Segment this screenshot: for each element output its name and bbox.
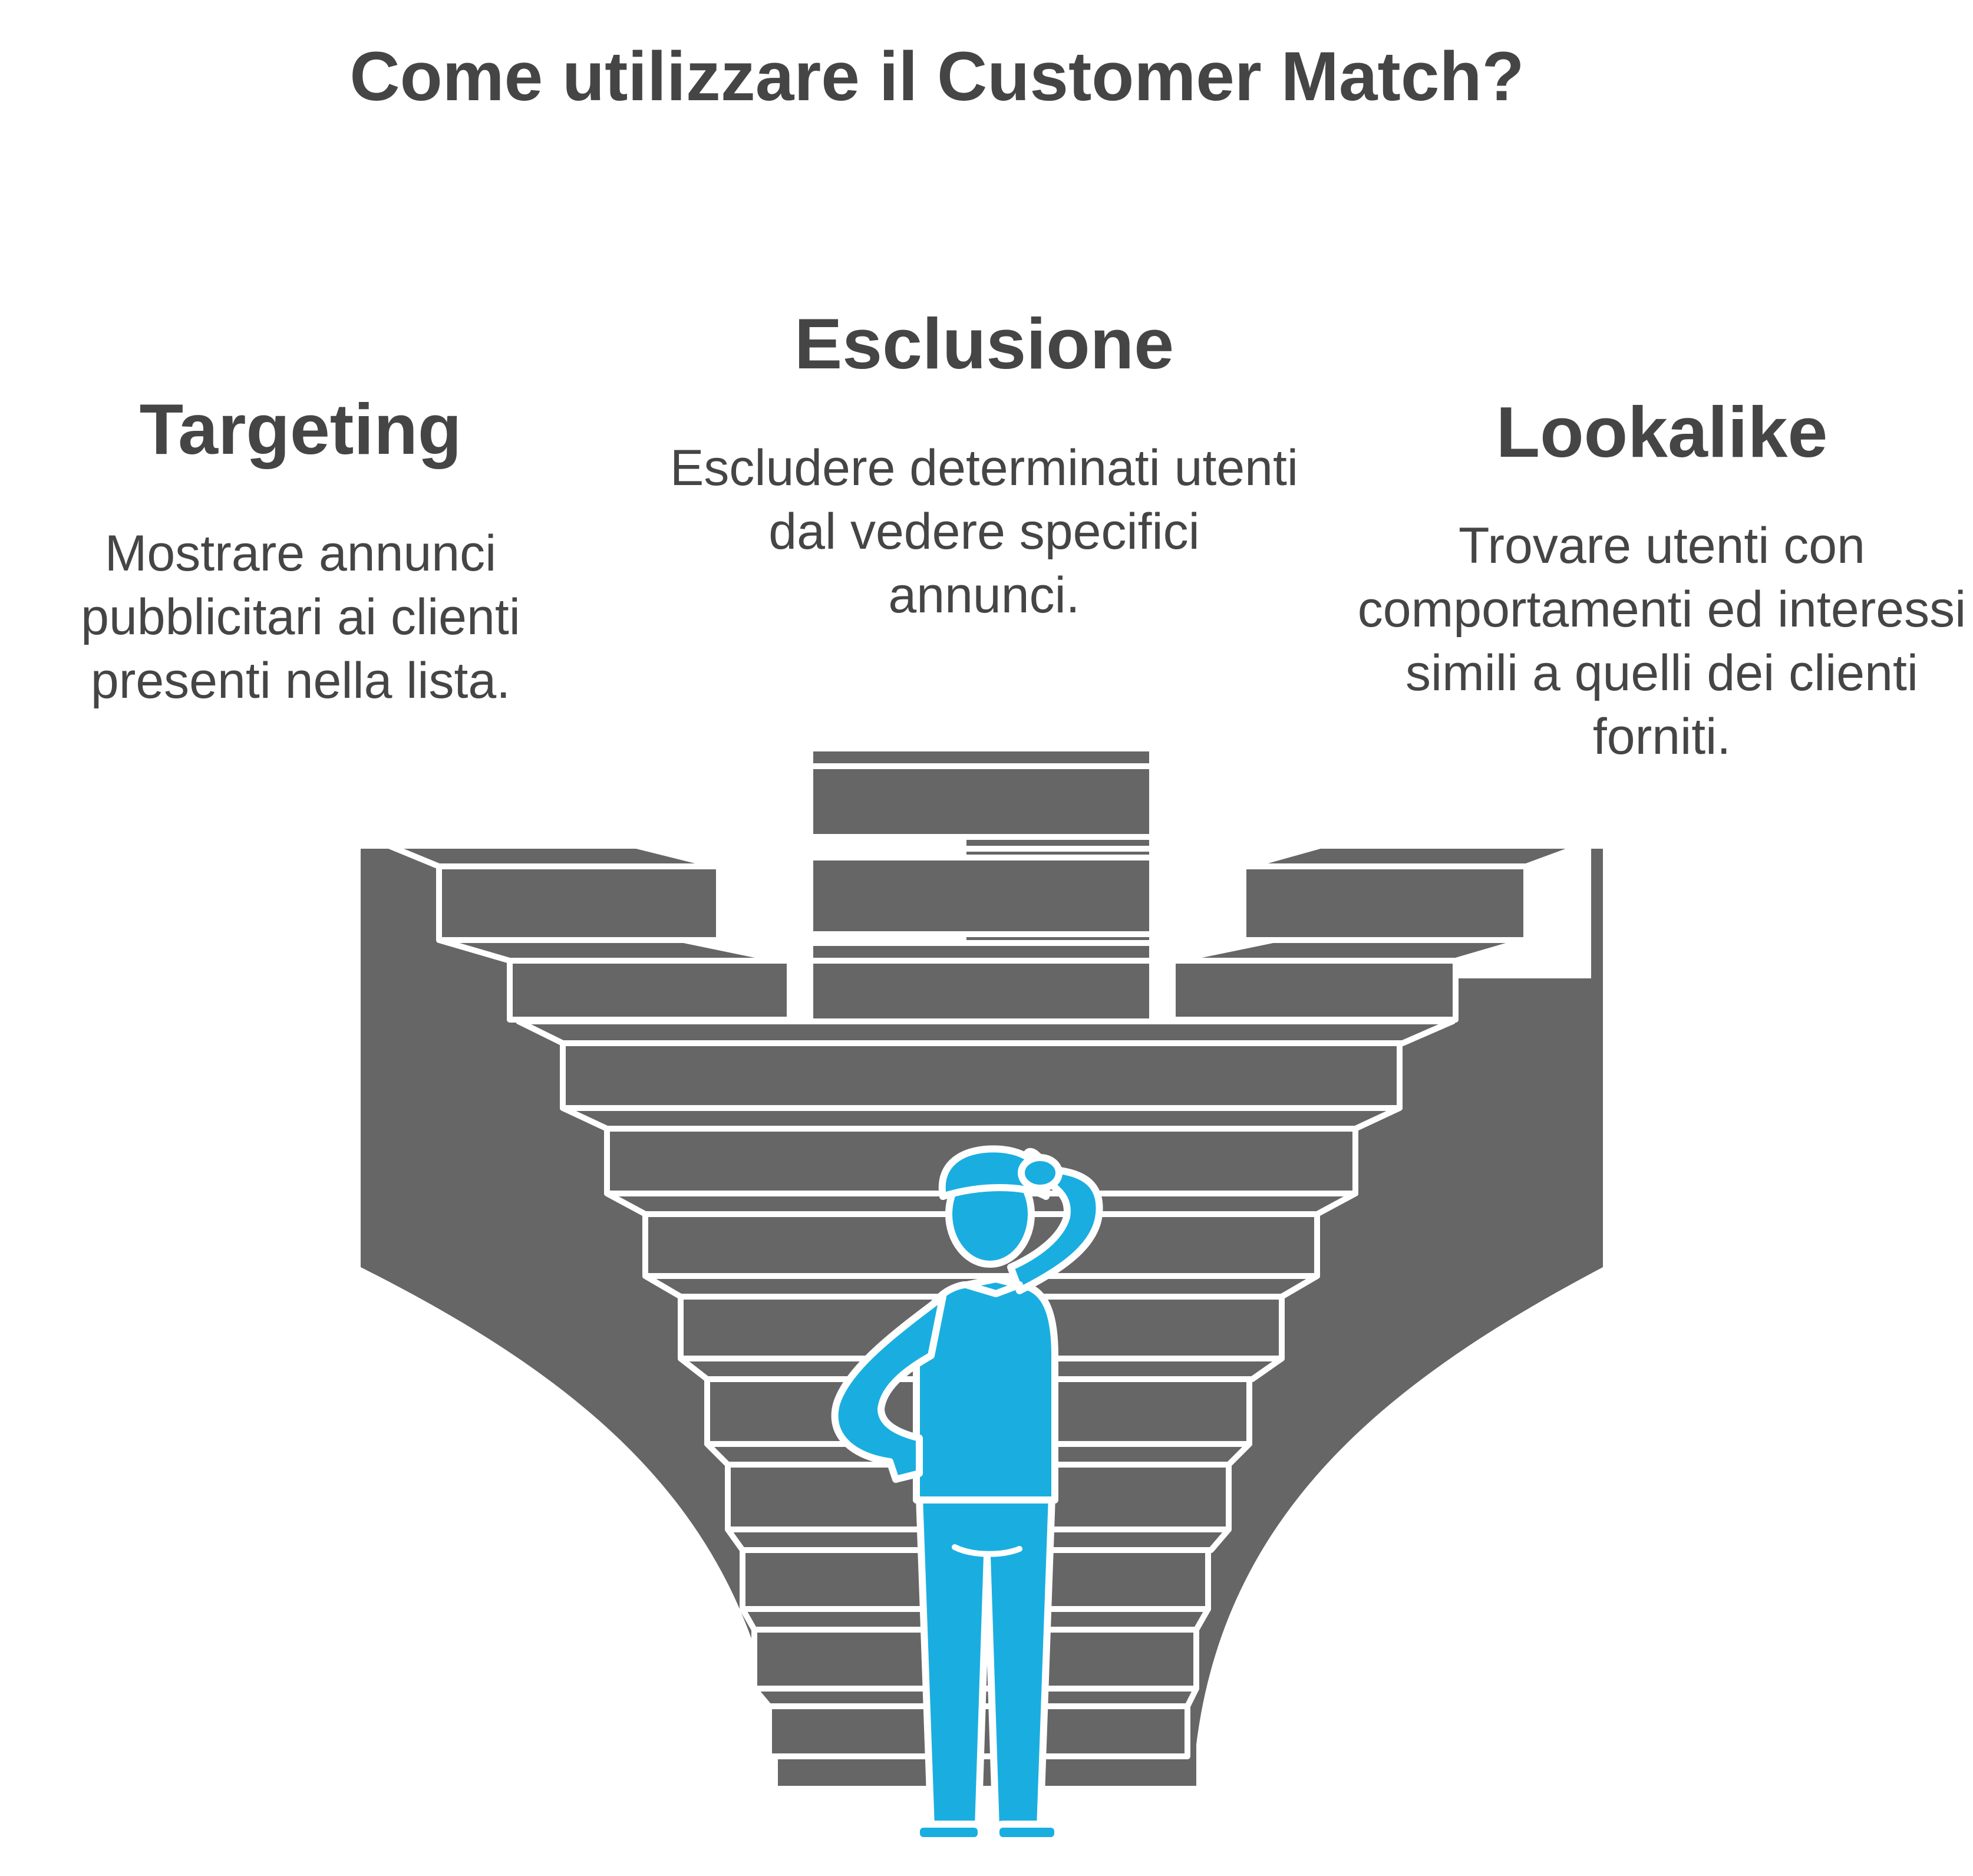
thinking-person-icon [831, 1145, 1103, 1844]
branch-title-esclusione: Esclusione [794, 304, 1174, 384]
branch-description-lookalike: Trovare utenti con comportamenti ed inte… [1357, 517, 1967, 765]
branch-description-esclusione: Escludere determinati utenti dal vedere … [669, 440, 1298, 624]
stair-steps [386, 746, 1585, 1759]
branch-description-targeting: Mostrare annunci pubblicitari ai clienti… [81, 525, 520, 709]
person-right-arm [1007, 1148, 1103, 1294]
branch-title-targeting: Targeting [139, 389, 462, 469]
branch-title-lookalike: Lookalike [1496, 392, 1828, 472]
person-left-arm [831, 1293, 946, 1483]
person-belt [952, 1544, 1022, 1557]
page-title: Come utilizzare il Customer Match? [349, 38, 1525, 116]
